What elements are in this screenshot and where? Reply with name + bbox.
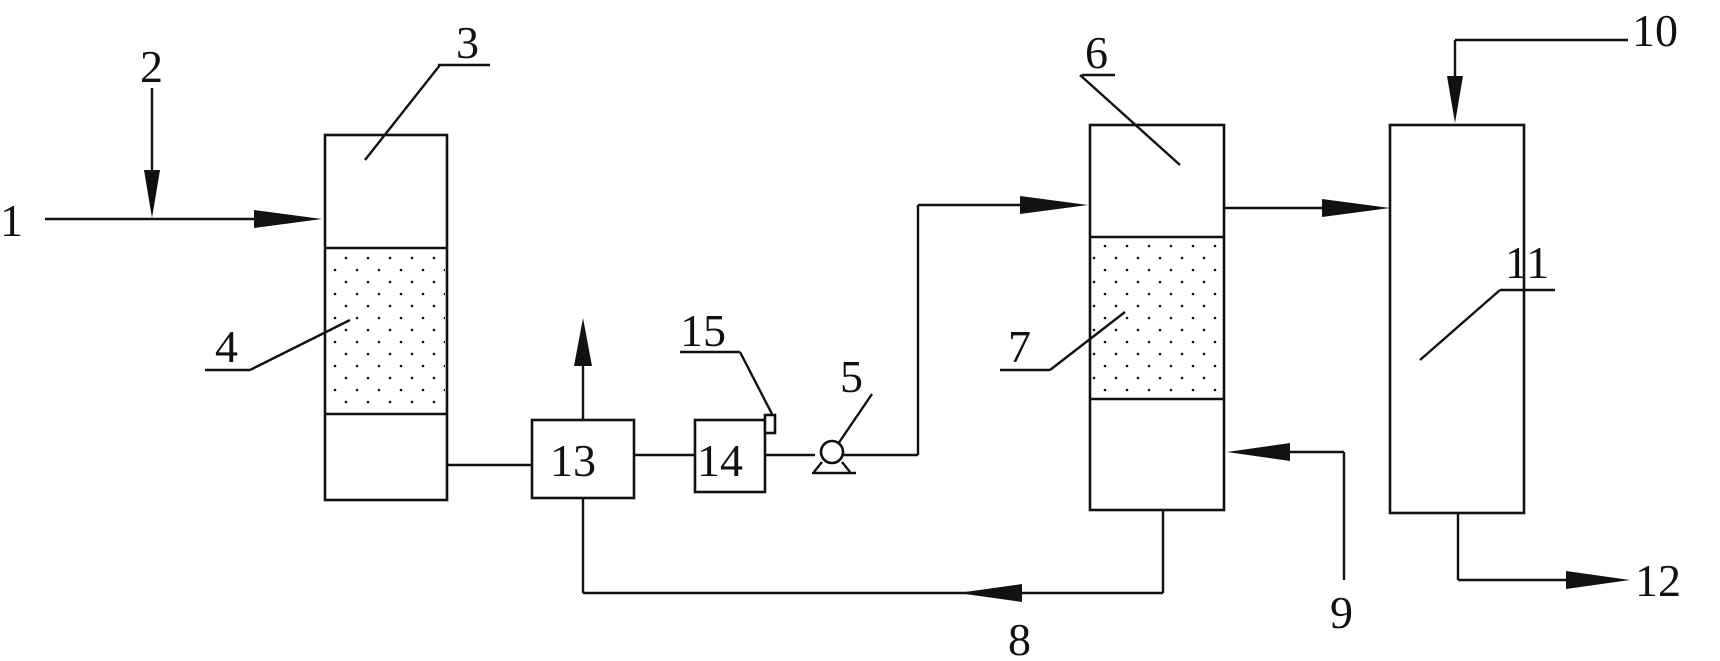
arrow-out-stream-12 — [1566, 571, 1630, 589]
label-12: 12 — [1635, 555, 1681, 606]
inlet-stream-9 — [1227, 443, 1346, 580]
unit-11-box — [1388, 123, 1526, 515]
label-10: 10 — [1632, 5, 1678, 56]
packing-bed-right — [1092, 238, 1222, 398]
packing-bed-left — [327, 249, 445, 413]
reactor-column-right — [1088, 123, 1226, 512]
label-7: 7 — [1008, 321, 1031, 372]
pump-5[interactable] — [812, 439, 856, 475]
label-15: 15 — [680, 305, 726, 356]
leader-7 — [1049, 311, 1126, 371]
label-6: 6 — [1085, 27, 1108, 78]
label-9: 9 — [1330, 587, 1353, 638]
label-13: 13 — [550, 435, 596, 486]
label-2: 2 — [140, 41, 163, 92]
arrow-into-column-right — [1020, 196, 1088, 214]
label-14: 14 — [697, 435, 743, 486]
injection-stream-2 — [144, 88, 160, 218]
arrow-into-unit-11 — [1322, 199, 1390, 217]
label-4: 4 — [215, 321, 238, 372]
pump-5-body — [819, 439, 845, 465]
inlet-stream-1 — [45, 210, 322, 228]
label-8: 8 — [1008, 614, 1031, 661]
label-3: 3 — [456, 17, 479, 68]
arrow-into-column-right-bottom — [1227, 443, 1290, 461]
label-11: 11 — [1505, 237, 1549, 288]
label-1: 1 — [0, 195, 23, 246]
label-5: 5 — [840, 351, 863, 402]
arrow-into-column-left — [254, 210, 322, 228]
arrow-recycle-8 — [958, 584, 1022, 602]
arrow-down-stream-2 — [144, 170, 160, 218]
arrow-down-stream-10 — [1447, 76, 1463, 123]
outlet-stream-12 — [1456, 513, 1630, 589]
leader-6 — [1079, 74, 1181, 166]
recycle-stream-8 — [581, 498, 1165, 602]
unit-15-tab — [763, 413, 777, 435]
inlet-stream-10 — [1447, 38, 1628, 123]
reactor-column-left — [323, 133, 449, 502]
leader-11 — [1419, 289, 1501, 361]
leader-4 — [249, 318, 351, 372]
leader-5 — [837, 393, 873, 445]
leader-3 — [364, 64, 441, 161]
arrow-up-vent-13 — [574, 318, 592, 366]
leader-15 — [738, 351, 774, 415]
